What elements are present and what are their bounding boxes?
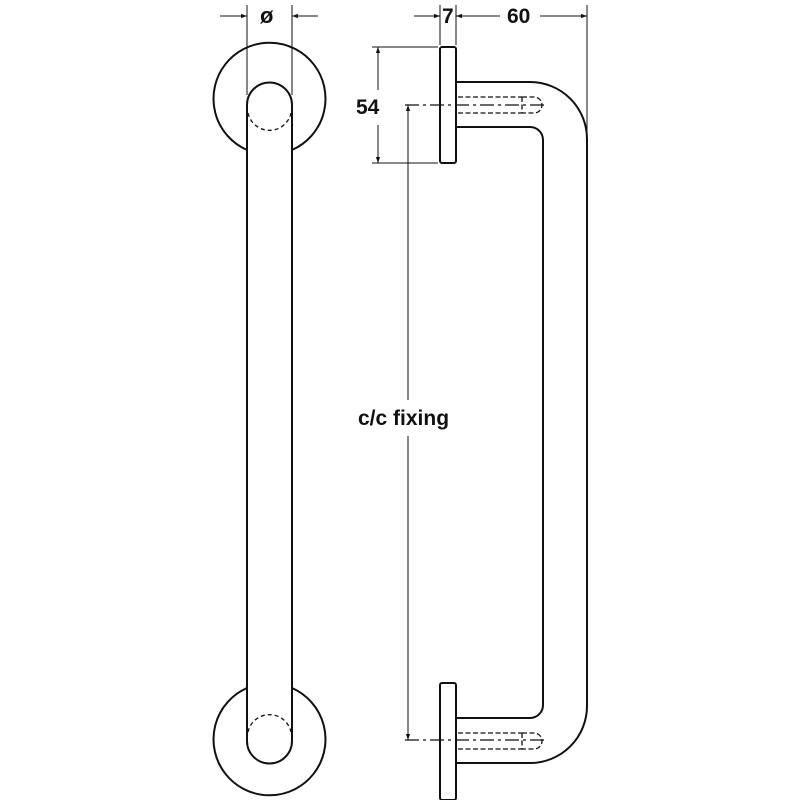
dimensions — [220, 5, 588, 740]
hidden-screws — [458, 96, 543, 750]
bottom-rosette — [212, 687, 327, 797]
handle-inner — [456, 126, 544, 719]
diameter-label: ø — [260, 3, 274, 28]
hidden-fixing-top — [247, 112, 292, 131]
centres-label: c/c fixing — [355, 407, 453, 430]
plate-thickness-label: 7 — [442, 5, 454, 28]
front-view — [212, 41, 327, 797]
top-rosette — [212, 41, 327, 151]
grip-bar — [246, 81, 293, 765]
projection-label: 60 — [507, 5, 531, 28]
handle-outer — [456, 81, 588, 764]
side-view — [405, 46, 588, 800]
rosette-diameter-label: 54 — [356, 96, 380, 119]
hidden-fixing-bottom — [247, 714, 292, 733]
bottom-plate — [439, 682, 457, 800]
